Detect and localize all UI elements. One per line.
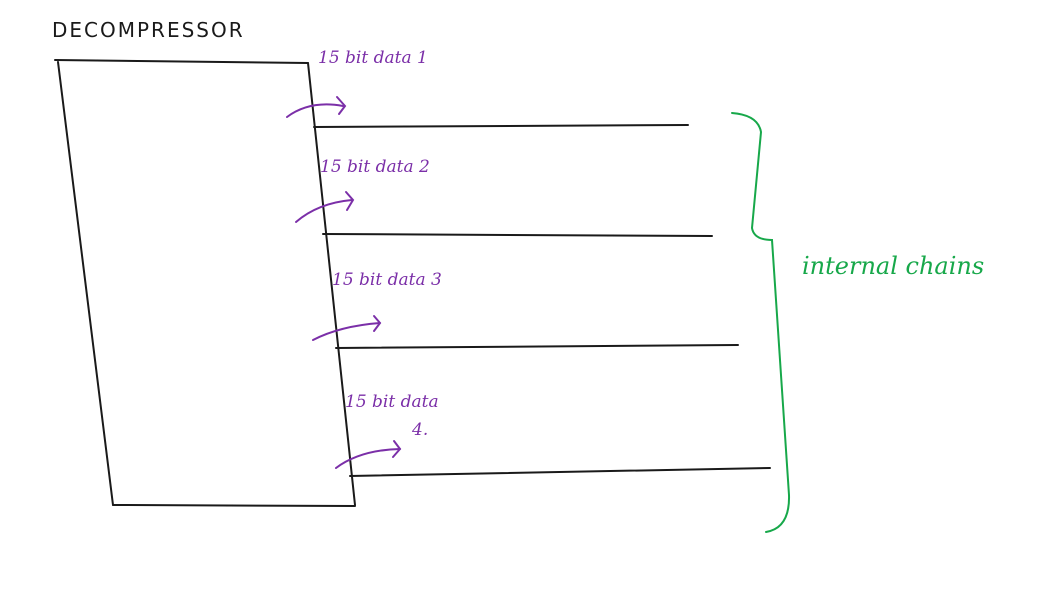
decompressor-title: DECOMPRESSOR: [52, 18, 245, 42]
chain-4-label-line2: 4.: [412, 420, 429, 440]
arrow-icon-3: [312, 315, 382, 341]
chain-1-label: 15 bit data 1: [318, 48, 428, 68]
arrow-icon-1: [286, 96, 347, 118]
chain-4-label: 15 bit data: [345, 392, 439, 412]
decompressor-box: [54, 59, 356, 507]
data-arrows: [286, 96, 402, 469]
internal-chain-lines: [313, 124, 771, 477]
chain-line-1: [313, 124, 689, 128]
chain-line-4: [349, 467, 771, 477]
brace-icon: [731, 112, 791, 533]
chain-2-label: 15 bit data 2: [320, 157, 430, 177]
internal-chains-label: internal chains: [802, 252, 985, 280]
arrow-icon-2: [295, 191, 355, 223]
chain-line-3: [335, 344, 739, 349]
chain-line-2: [322, 233, 713, 237]
chain-3-label: 15 bit data 3: [332, 270, 442, 290]
arrow-icon-4: [335, 440, 402, 469]
